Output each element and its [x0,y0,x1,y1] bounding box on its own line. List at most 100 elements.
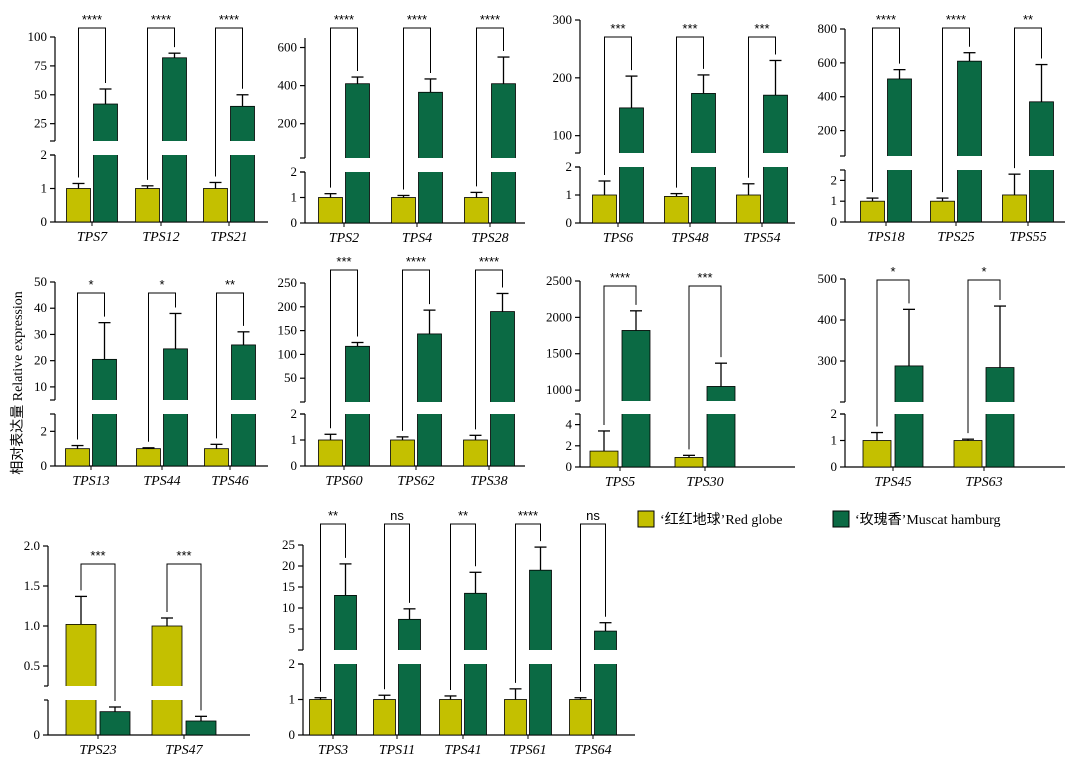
y-tick-label: 0 [291,215,298,230]
axis-break-gap [762,153,789,167]
significance-label: ns [586,508,600,523]
bar-red-globe [569,699,592,736]
y-tick-label: 100 [278,346,298,361]
y-tick-label: 1500 [546,346,572,361]
y-tick-label: 50 [34,274,47,289]
bar-muscat-hamburg [417,333,442,467]
significance-bracket [402,269,430,431]
y-tick-label: 0 [831,214,838,229]
axis-break-gap [621,401,651,414]
significance-bracket [166,563,202,711]
significance-label: **** [407,12,427,27]
y-tick-label: 1.0 [24,618,40,633]
y-tick-label: 25 [282,537,295,552]
significance-label: ** [458,508,468,523]
category-label: TPS46 [211,474,248,489]
axis-break-gap [528,650,553,664]
y-tick-label: 2 [831,172,838,187]
bar-muscat-hamburg [345,83,370,224]
bar-muscat-hamburg [490,311,515,467]
y-tick-label: 5 [289,621,296,636]
bar-red-globe [135,188,160,223]
y-tick-label: 15 [282,579,295,594]
significance-label: **** [480,12,500,27]
category-label: TPS13 [72,474,109,489]
category-label: TPS48 [671,231,708,246]
axis-break-gap [151,686,183,700]
y-tick-label: 20 [282,558,295,573]
significance-bracket [215,27,243,177]
y-tick-label: 800 [818,21,838,36]
axis-break-gap [1028,156,1055,170]
axis-break-gap [690,153,717,167]
bar-red-globe [203,188,228,223]
significance-label: ** [225,277,235,292]
y-tick-label: 200 [278,116,298,131]
y-tick-label: 1000 [546,382,572,397]
significance-bracket [603,285,637,425]
significance-bracket [330,269,358,429]
bar-red-globe [592,194,617,224]
axis-break-gap [417,158,444,172]
significance-label: *** [697,270,712,285]
significance-bracket [148,292,176,442]
y-tick-label: 2 [831,406,838,421]
chart-panel-p10: 510152025012TPS3**TPS11nsTPS41**TPS61***… [282,508,635,758]
significance-bracket [147,27,175,180]
significance-label: **** [518,508,538,523]
significance-bracket [320,523,346,692]
significance-label: *** [682,21,697,36]
bar-muscat-hamburg [887,78,912,223]
bar-muscat-hamburg [706,386,736,468]
y-tick-label: 300 [818,353,838,368]
y-tick-label: 300 [553,12,573,27]
axis-break-gap [344,158,371,172]
category-label: TPS2 [329,231,359,246]
y-tick-label: 200 [278,299,298,314]
bar-red-globe [136,448,161,467]
legend-swatch-muscat-hamburg [832,510,850,528]
significance-bracket [876,279,910,427]
legend-swatch-red-globe [637,510,655,528]
y-tick-label: 0 [291,458,298,473]
y-tick-label: 2000 [546,309,572,324]
y-tick-label: 400 [278,78,298,93]
bar-red-globe [463,439,488,467]
bar-muscat-hamburg [334,595,357,736]
significance-bracket [450,523,476,690]
category-label: TPS60 [325,474,362,489]
y-tick-label: 2 [289,656,296,671]
y-tick-label: 400 [818,89,838,104]
bar-muscat-hamburg [93,103,118,223]
y-tick-label: 40 [34,300,47,315]
axis-break-gap [956,156,983,170]
category-label: TPS64 [574,743,611,758]
y-tick-label: 2 [566,438,573,453]
significance-bracket [1014,27,1042,169]
axis-break-gap [92,141,119,155]
category-label: TPS62 [397,474,434,489]
y-tick-label: 30 [34,326,47,341]
chart-panels: 255075100012TPS7****TPS12****TPS21****20… [24,12,1065,758]
significance-label: **** [219,12,239,27]
bar-red-globe [504,699,527,736]
category-label: TPS54 [743,231,780,246]
bar-muscat-hamburg [99,711,131,736]
bar-muscat-hamburg [464,592,487,736]
bar-muscat-hamburg [985,367,1015,468]
bar-red-globe [373,699,396,736]
bar-red-globe [664,195,689,224]
category-label: TPS23 [79,743,116,758]
y-tick-label: 0 [566,459,573,474]
axis-break-gap [91,400,118,414]
y-tick-label: 1 [291,190,298,205]
category-label: TPS18 [867,230,904,245]
chart-panel-p6: 50100150200250012TPS60***TPS62****TPS38*… [278,254,525,489]
axis-break-gap [397,650,422,664]
bar-red-globe [318,197,343,224]
y-tick-label: 600 [278,40,298,55]
